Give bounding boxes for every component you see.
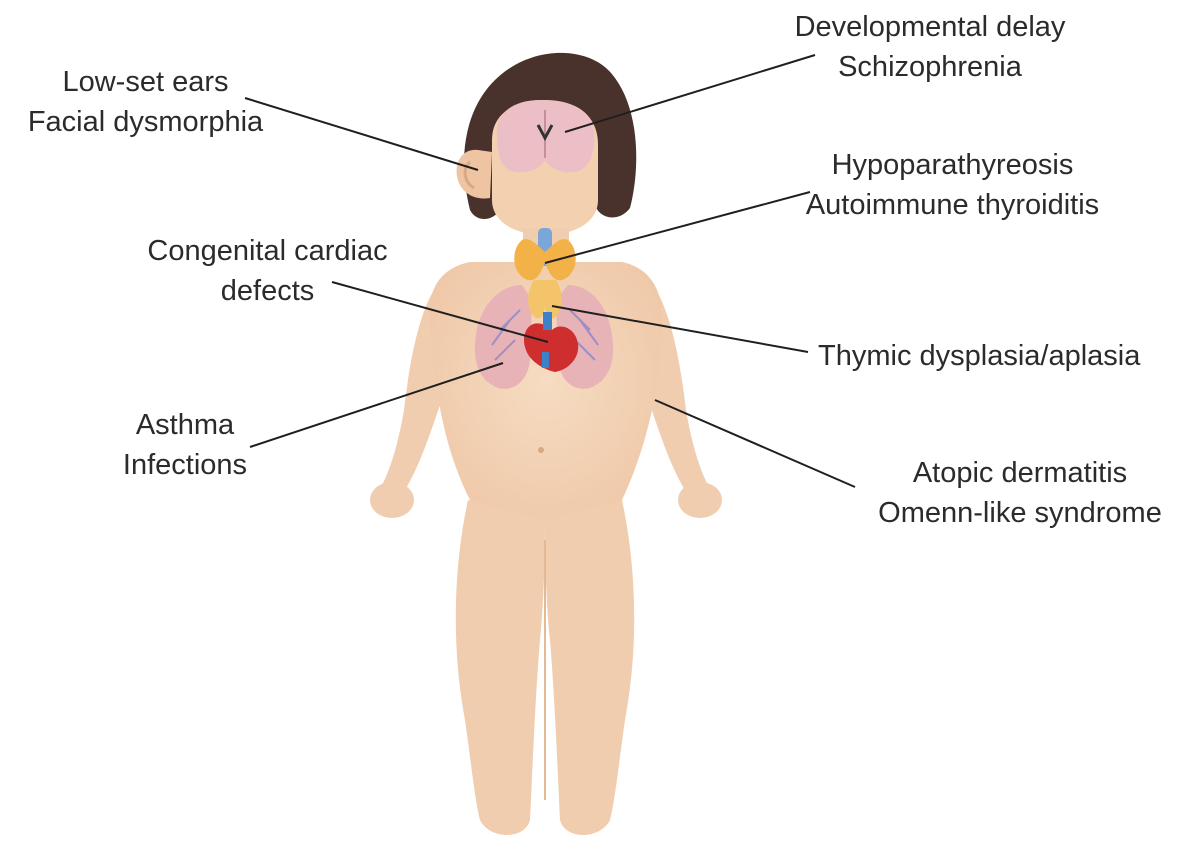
left-leg (456, 500, 545, 835)
vena-cava-vessel (542, 352, 549, 368)
navel (538, 447, 544, 453)
heart-label-line-1: Congenital cardiac (120, 231, 415, 271)
ears-label-line-1: Low-set ears (8, 62, 283, 102)
skin-label-line-1: Atopic dermatitis (860, 453, 1180, 493)
thyroid-label-line-1: Hypoparathyreosis (780, 145, 1125, 185)
thymus-label-line-1: Thymic dysplasia/aplasia (818, 336, 1178, 376)
heart-label-line-2: defects (120, 271, 415, 311)
brain-label-line-2: Schizophrenia (770, 47, 1090, 87)
ears-label: Low-set ears Facial dysmorphia (8, 62, 283, 142)
thyroid-label: Hypoparathyreosis Autoimmune thyroiditis (780, 145, 1125, 225)
right-leg (545, 500, 634, 835)
ear (457, 150, 492, 199)
thymus-label: Thymic dysplasia/aplasia (818, 336, 1178, 376)
lungs-label: Asthma Infections (100, 405, 270, 485)
heart-label: Congenital cardiac defects (120, 231, 415, 311)
lungs-label-line-2: Infections (100, 445, 270, 485)
lungs-label-line-1: Asthma (100, 405, 270, 445)
ears-label-line-2: Facial dysmorphia (8, 102, 283, 142)
left-hand (370, 482, 414, 518)
skin-label-line-2: Omenn-like syndrome (860, 493, 1180, 533)
skin-label: Atopic dermatitis Omenn-like syndrome (860, 453, 1180, 533)
thyroid-label-line-2: Autoimmune thyroiditis (780, 185, 1125, 225)
aorta-vessel (543, 312, 552, 330)
brain-label: Developmental delay Schizophrenia (770, 7, 1090, 87)
brain-label-line-1: Developmental delay (770, 7, 1090, 47)
right-hand (678, 482, 722, 518)
